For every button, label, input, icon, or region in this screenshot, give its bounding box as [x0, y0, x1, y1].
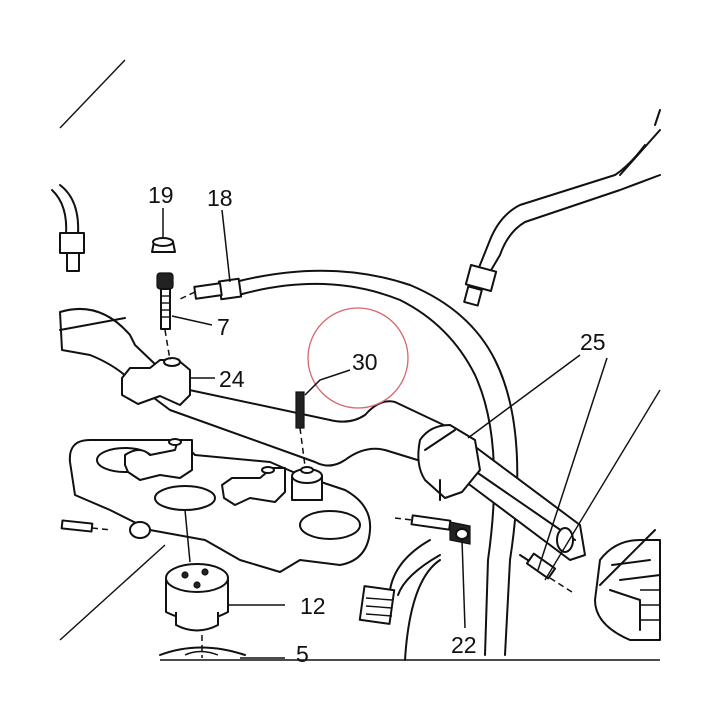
label-25: 25 [580, 329, 606, 355]
ignition-switch-12 [165, 509, 229, 632]
clamp-24 [121, 357, 191, 406]
brake-reservoir-edge [654, 109, 661, 126]
left-bolt [60, 519, 113, 533]
leader-7 [171, 315, 213, 326]
leader-22 [461, 539, 466, 629]
right-brake-line [463, 109, 661, 307]
leader-18 [221, 209, 231, 283]
label-7: 7 [217, 314, 230, 340]
stud-30 [295, 391, 306, 467]
cable-18 [177, 269, 519, 656]
label-30: 30 [352, 349, 378, 375]
label-5: 5 [296, 641, 309, 667]
label-18: 18 [207, 185, 233, 211]
left-brake-line [51, 184, 85, 272]
bolt-7 [156, 272, 174, 361]
wiring-connector [358, 539, 441, 661]
switch-housing-25 [417, 424, 574, 553]
leader-25 [467, 354, 581, 439]
label-24: 24 [219, 366, 245, 392]
stem-nut-5 [159, 635, 246, 658]
highlight-circle [307, 307, 409, 409]
frame-line-bottom-left [59, 544, 166, 641]
bolt-22 [394, 514, 471, 545]
leader-25b [537, 357, 608, 571]
leader-30 [304, 369, 351, 396]
frame-line-top-left [59, 59, 126, 129]
label-12: 12 [300, 593, 326, 619]
right-switchgear [594, 529, 661, 641]
label-22: 22 [451, 632, 477, 658]
frame-line-right [544, 389, 661, 581]
label-19: 19 [148, 182, 174, 208]
throttle-cable-end [519, 552, 573, 593]
cap-19 [151, 237, 176, 253]
